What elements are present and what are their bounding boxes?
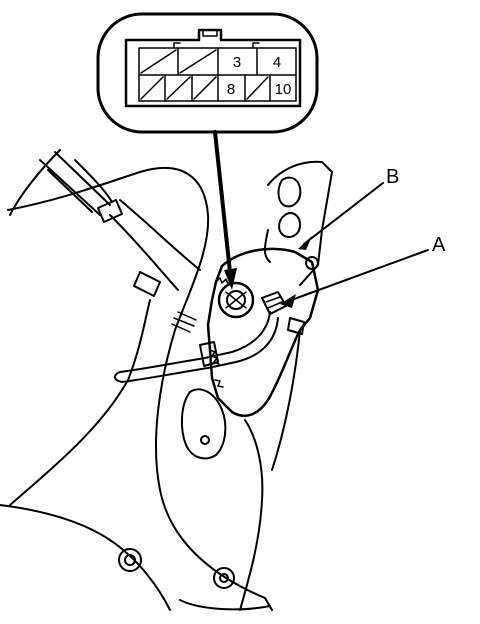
leader-b-arrowhead xyxy=(298,236,312,250)
lower-bolt-center xyxy=(124,554,136,566)
base-edge xyxy=(179,599,271,611)
hatch-lines xyxy=(171,311,197,333)
cable-clip xyxy=(199,341,219,367)
cable-lower xyxy=(121,317,279,383)
cavity-frame xyxy=(138,47,297,102)
pin-label-3: 3 xyxy=(233,54,241,71)
plate-hole xyxy=(277,176,302,208)
unused-cavity xyxy=(193,76,217,100)
plate-hole xyxy=(278,212,301,238)
label-a-group: A xyxy=(280,234,446,308)
pin-label-4: 4 xyxy=(273,54,281,71)
harness-edge xyxy=(74,159,113,203)
lower-bolt xyxy=(213,567,235,589)
lower-bolt xyxy=(118,548,142,572)
wire-strand xyxy=(119,199,201,271)
connector-a-detail xyxy=(265,296,283,309)
unused-cavity xyxy=(140,76,164,100)
callout-bubble xyxy=(96,12,319,134)
harness-edge xyxy=(9,149,61,216)
pointer-line xyxy=(213,130,232,274)
wire-strand xyxy=(109,214,179,291)
leader-a xyxy=(285,249,429,303)
unused-cavity xyxy=(166,76,191,100)
pointer-arrowhead xyxy=(224,268,237,290)
housing-tab xyxy=(287,317,305,335)
steering-assembly xyxy=(0,149,333,611)
connector-key xyxy=(202,29,218,37)
wire-clip xyxy=(133,271,161,297)
unused-cavity xyxy=(179,49,217,74)
label-a: A xyxy=(432,234,446,256)
connector-face: 3 4 8 10 xyxy=(124,28,302,108)
plate-edge xyxy=(263,229,271,263)
lower-bolt-center xyxy=(219,573,229,583)
pin-label-10: 10 xyxy=(275,81,292,98)
mount-screw xyxy=(305,256,319,270)
wheel-spoke-curve xyxy=(9,299,151,506)
connector-callout: 3 4 8 10 xyxy=(96,12,319,134)
column-bracket xyxy=(180,388,227,460)
hub-ring xyxy=(217,281,255,319)
leader-a-arrowhead xyxy=(280,294,296,308)
unused-cavity xyxy=(140,49,177,74)
label-b: B xyxy=(386,166,399,188)
callout-pointer xyxy=(213,130,237,290)
latch-mark xyxy=(173,42,181,49)
leader-b xyxy=(303,182,384,245)
latch-mark xyxy=(252,42,260,49)
unused-cavity xyxy=(246,76,269,100)
column-plate xyxy=(267,160,333,286)
clock-spring-housing xyxy=(206,247,320,417)
bracket-hole xyxy=(200,435,210,445)
hub-center xyxy=(226,290,246,310)
hub-detail xyxy=(225,291,247,309)
pin-label-8: 8 xyxy=(227,81,235,98)
cable-end xyxy=(114,371,123,383)
column-tube xyxy=(239,419,264,611)
connector-housing xyxy=(124,28,302,108)
harness-clip xyxy=(97,199,123,223)
cable-upper xyxy=(119,311,271,373)
harness-tape xyxy=(39,151,111,216)
wheel-pad-outline xyxy=(7,167,273,611)
wheel-rim-lower xyxy=(0,504,171,611)
column-tube-edge xyxy=(271,329,301,471)
label-b-group: B xyxy=(298,166,399,250)
